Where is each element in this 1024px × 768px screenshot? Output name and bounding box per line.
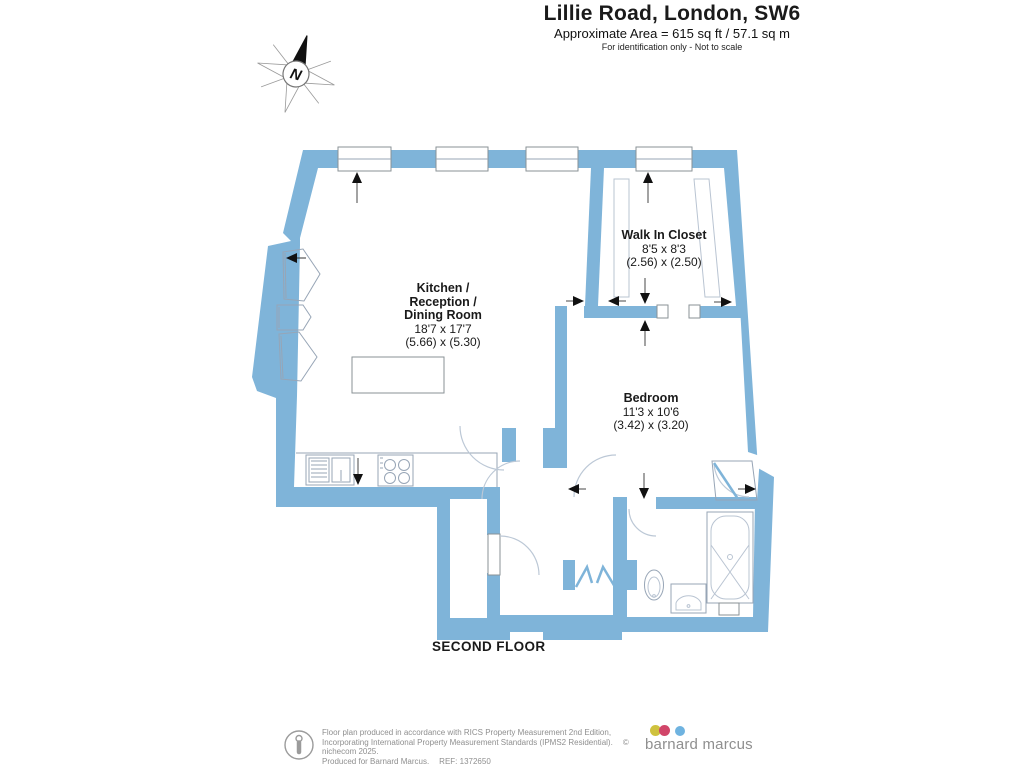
- fixtures: [296, 178, 754, 616]
- closet-name: Walk In Closet: [621, 228, 707, 242]
- reference-number: REF: 1372650: [439, 756, 491, 766]
- compass-rose: N: [257, 35, 335, 113]
- bedroom-terrace-door: [711, 460, 758, 501]
- logo-dot-blue: [675, 726, 685, 736]
- entry-door-arc: [499, 535, 540, 576]
- windows: [278, 146, 693, 379]
- footer-line-2: Incorporating International Property Mea…: [322, 737, 629, 757]
- kitchen-closet-divider: [585, 168, 604, 306]
- closet-wardrobes: [613, 178, 721, 298]
- closet-door-thresholds: [656, 304, 701, 319]
- footer-line-1: Floor plan produced in accordance with R…: [322, 728, 612, 737]
- copyright: © nichecom 2025.: [322, 737, 629, 757]
- kitchen-dims-ft: 18'7 x 17'7: [414, 321, 472, 336]
- disclaimer: For identification only - Not to scale: [601, 42, 743, 52]
- page-title: Lillie Road, London, SW6: [543, 2, 801, 25]
- hall-bathroom-wall: [613, 497, 627, 617]
- measurement-arrows: [286, 172, 756, 499]
- footer-line-3: Produced for Barnard Marcus.REF: 1372650: [322, 756, 491, 766]
- bay-window-lines: [278, 252, 287, 379]
- closet-label: Walk In Closet 8'5 x 8'3 (2.56) x (2.50): [584, 228, 744, 270]
- closet-dims-ft: 8'5 x 8'3: [642, 241, 686, 256]
- bedroom-label: Bedroom 11'3 x 10'6 (3.42) x (3.20): [571, 391, 731, 433]
- brand-logo-text: barnard marcus: [645, 736, 753, 753]
- bay-niche-2: [276, 304, 312, 331]
- kitchen-door-arc-2: [481, 460, 521, 500]
- rics-icon: [284, 730, 314, 760]
- kitchen-room: [294, 168, 601, 487]
- bathroom-top-wall: [656, 497, 757, 509]
- window-4: [635, 146, 693, 172]
- bathroom-door-arc: [628, 508, 657, 537]
- entry-door-leaf: [487, 533, 501, 576]
- bedroom-dims-ft: 11'3 x 10'6: [622, 404, 680, 419]
- bay-niche-1: [282, 248, 321, 302]
- bedroom-room: [556, 306, 760, 500]
- landing: [450, 497, 488, 618]
- logo-dot-yellow: [650, 725, 661, 736]
- floor-name: SECOND FLOOR: [432, 639, 546, 654]
- kitchen-dims-m: (5.66) x (5.30): [405, 335, 481, 349]
- bedroom-left-wall: [555, 306, 567, 455]
- kitchen-counter-line: [296, 452, 498, 487]
- window-2: [435, 146, 489, 172]
- approximate-area: Approximate Area = 615 sq ft / 57.1 sq m: [554, 26, 790, 41]
- window-3: [525, 146, 579, 172]
- toilet: [644, 569, 664, 601]
- bedroom-name: Bedroom: [623, 391, 679, 405]
- kitchen-label: Kitchen / Reception / Dining Room 18'7 x…: [363, 281, 523, 350]
- walk-in-closet-room: [595, 168, 736, 306]
- door-swings: [459, 425, 758, 588]
- kitchen-island: [351, 356, 445, 394]
- hall-closet-bifold-doors: [574, 563, 594, 588]
- footer-text: Floor plan produced in accordance with R…: [322, 728, 652, 766]
- bedroom-dims-m: (3.42) x (3.20): [613, 418, 689, 432]
- kitchen-sink: [305, 454, 355, 486]
- bathroom-room: [617, 500, 755, 617]
- kitchen-hob: [377, 454, 414, 487]
- kitchen-name: Kitchen /: [416, 281, 470, 295]
- bathtub-shower: [706, 511, 754, 616]
- window-1: [337, 146, 392, 172]
- closet-dims-m: (2.56) x (2.50): [626, 255, 702, 269]
- logo-dot-red: [659, 725, 670, 736]
- sink-basin: [670, 583, 707, 614]
- bay-niche-3: [278, 331, 318, 382]
